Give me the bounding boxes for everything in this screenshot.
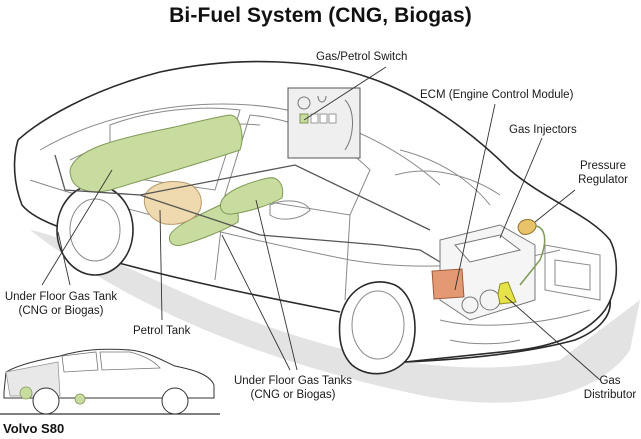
label-line: (CNG or Biogas)	[18, 305, 104, 317]
dashboard-inset	[287, 87, 361, 159]
gas-tank-rear	[69, 114, 243, 193]
label-line: Pressure	[579, 160, 627, 172]
label-line: Under Floor Gas Tanks	[233, 375, 353, 387]
car-rear-outline	[13, 139, 63, 229]
label-gas-distributor: Gas Distributor	[580, 374, 640, 402]
label-line: Distributor	[583, 389, 637, 401]
front-bumper	[404, 299, 611, 363]
regulator-hose	[519, 225, 546, 286]
label-line: Gas	[599, 375, 621, 387]
inset-car	[0, 348, 220, 415]
pressure-regulator	[517, 219, 537, 235]
label-line: Regulator	[578, 174, 628, 186]
car-inner-lines	[29, 103, 601, 345]
gas-tank-mid	[169, 203, 239, 246]
car-sill	[114, 261, 341, 313]
label-ecm: ECM (Engine Control Module)	[420, 89, 574, 101]
main-car	[13, 60, 618, 363]
car-roof-outline	[17, 60, 618, 363]
front-wheel	[338, 281, 416, 375]
petrol-tank	[143, 181, 202, 225]
label-gas-petrol-switch: Gas/Petrol Switch	[316, 51, 408, 63]
label-under-floor-gas-tanks: Under Floor Gas Tanks (CNG or Biogas)	[228, 374, 358, 402]
label-petrol-tank: Petrol Tank	[133, 325, 191, 337]
label-under-floor-gas-tank: Under Floor Gas Tank (CNG or Biogas)	[0, 290, 122, 318]
gas-tank-front	[219, 177, 284, 215]
gas-distributor	[497, 281, 517, 305]
label-line: Under Floor Gas Tank	[4, 291, 118, 303]
label-pressure-regulator: Pressure Regulator	[568, 159, 638, 187]
fuel-line	[54, 154, 441, 263]
leader-lines	[41, 66, 601, 381]
ecm-module	[431, 268, 465, 300]
diagram-title: Bi-Fuel System (CNG, Biogas)	[169, 4, 472, 27]
label-line: (CNG or Biogas)	[250, 389, 336, 401]
ground-shadow	[30, 230, 640, 403]
label-gas-injectors: Gas Injectors	[509, 124, 577, 136]
inset-caption: Volvo S80	[3, 421, 65, 436]
